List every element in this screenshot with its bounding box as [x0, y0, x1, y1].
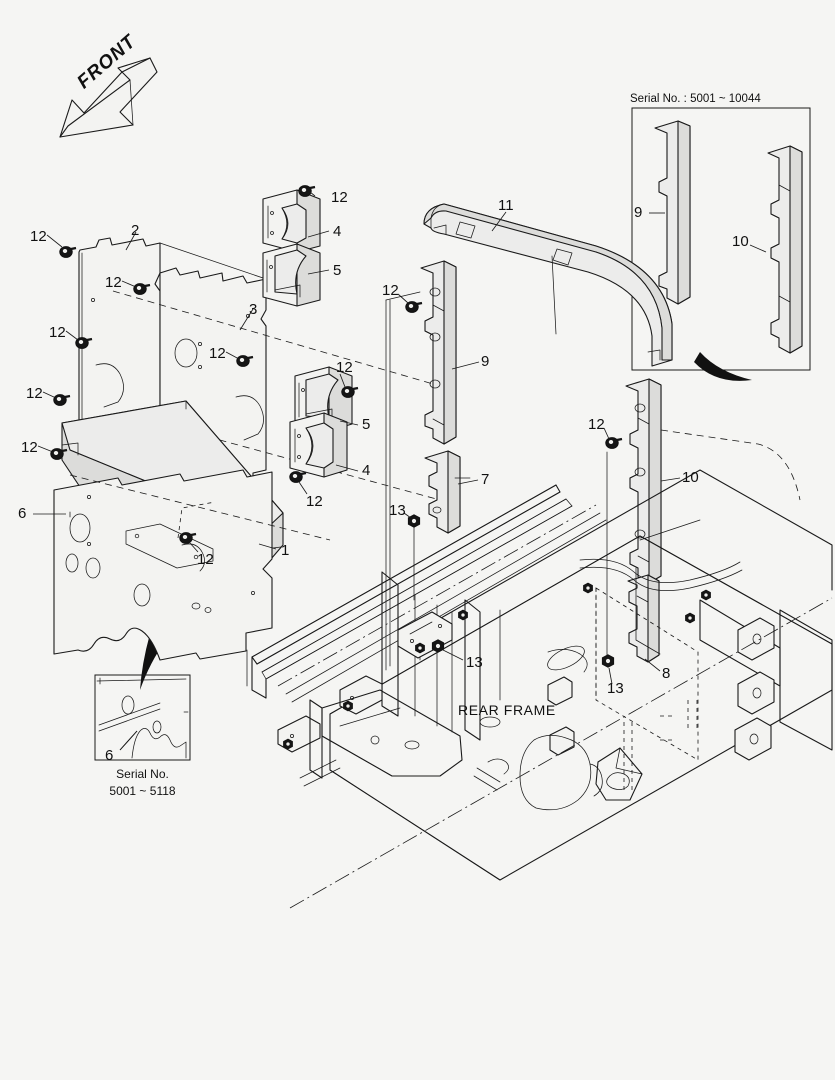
- callout-12: 12: [382, 282, 399, 299]
- part-9-art: [420, 260, 457, 445]
- front-arrow-art: [59, 57, 158, 138]
- part-11-art: [423, 203, 673, 367]
- callout-13: 13: [389, 502, 406, 519]
- inset-bottom-serial-line1: Serial No.: [116, 767, 169, 781]
- callout-1: 1: [281, 542, 290, 559]
- callout-11: 11: [498, 197, 514, 214]
- callout-7: 7: [481, 471, 490, 488]
- inset-top-serial-caption: Serial No. : 5001 ~ 10044: [630, 93, 761, 105]
- callout-5: 5: [333, 262, 342, 279]
- callout-12: 12: [49, 324, 66, 341]
- callout-13: 13: [466, 654, 483, 671]
- inset-part-10: [767, 145, 803, 354]
- rear-frame-label: REAR FRAME: [458, 702, 556, 718]
- part-7-art: [424, 450, 461, 534]
- callout-13: 13: [607, 680, 624, 697]
- inset-top-right-art: [631, 107, 811, 381]
- callout-12: 12: [331, 189, 348, 206]
- callout-4: 4: [362, 462, 371, 479]
- rear-frame-art: [246, 469, 833, 909]
- part-4-upper-art: [262, 189, 321, 253]
- part-4-lower-art: [289, 412, 348, 478]
- callout-12: 12: [209, 345, 226, 362]
- callout-3: 3: [249, 301, 258, 318]
- leader-lines: [33, 191, 767, 751]
- part-8-art: [627, 574, 660, 663]
- part-6-art: [53, 469, 273, 661]
- callout-12: 12: [336, 359, 353, 376]
- callout-12: 12: [26, 385, 43, 402]
- callout-10: 10: [682, 469, 699, 486]
- callout-12: 12: [30, 228, 47, 245]
- callout-8: 8: [662, 665, 671, 682]
- callout-5: 5: [362, 416, 371, 433]
- callout-6: 6: [18, 505, 27, 522]
- callout-12: 12: [21, 439, 38, 456]
- callout-10: 10: [732, 233, 749, 250]
- callout-12: 12: [306, 493, 323, 510]
- inset-part-9: [654, 120, 691, 305]
- callout-2: 2: [131, 222, 140, 239]
- callout-4: 4: [333, 223, 342, 240]
- callout-12: 12: [105, 274, 122, 291]
- part-10-art: [625, 378, 662, 584]
- part-5-upper-art: [262, 243, 321, 307]
- callout-12: 12: [197, 551, 214, 568]
- callout-9: 9: [634, 204, 643, 221]
- inset-bottom-serial-line2: 5001 ~ 5118: [109, 784, 176, 798]
- callout-6: 6: [105, 747, 114, 764]
- callout-9: 9: [481, 353, 490, 370]
- callout-12: 12: [588, 416, 605, 433]
